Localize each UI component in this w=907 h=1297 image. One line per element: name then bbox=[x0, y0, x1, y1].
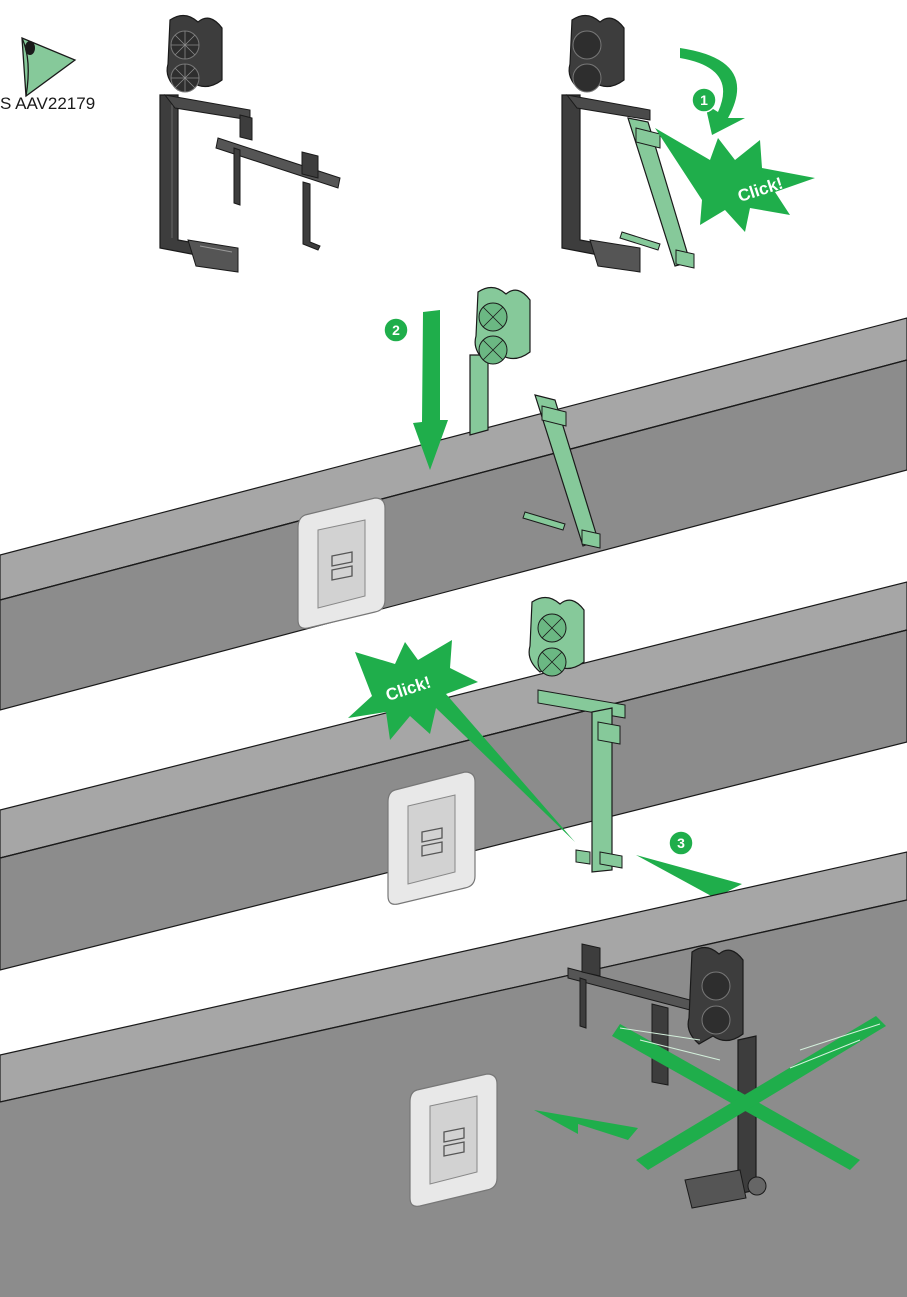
cable-duct-1 bbox=[0, 317, 907, 711]
cross-icon bbox=[612, 1016, 886, 1170]
step-badge-2: 2 bbox=[383, 317, 409, 343]
bracket-unassembled bbox=[159, 14, 341, 273]
bracket-green-insert bbox=[469, 286, 601, 549]
click-burst-middle: Click! bbox=[348, 640, 575, 842]
outlet-socket-1 bbox=[297, 497, 386, 629]
step-badge-3: 3 bbox=[668, 830, 694, 856]
click-burst-top: Click! bbox=[655, 128, 815, 232]
outlet-socket-2 bbox=[387, 771, 476, 905]
eye-icon bbox=[21, 36, 77, 98]
outlet-socket-3 bbox=[409, 1073, 498, 1207]
step-number-1: 1 bbox=[700, 92, 708, 108]
bracket-green-installed bbox=[528, 596, 626, 873]
reference-code: S AAV22179 bbox=[0, 94, 96, 113]
step-number-3: 3 bbox=[677, 835, 685, 851]
bracket-with-arm bbox=[561, 14, 695, 273]
step-number-2: 2 bbox=[392, 322, 400, 338]
arrow-down-icon bbox=[413, 310, 448, 470]
step-badge-1: 1 bbox=[691, 87, 717, 113]
arrow-left-icon bbox=[534, 1110, 638, 1140]
arrow-push-icon bbox=[636, 855, 742, 898]
arrow-rotate-icon bbox=[680, 48, 745, 135]
bracket-wrong-orientation bbox=[567, 943, 767, 1209]
